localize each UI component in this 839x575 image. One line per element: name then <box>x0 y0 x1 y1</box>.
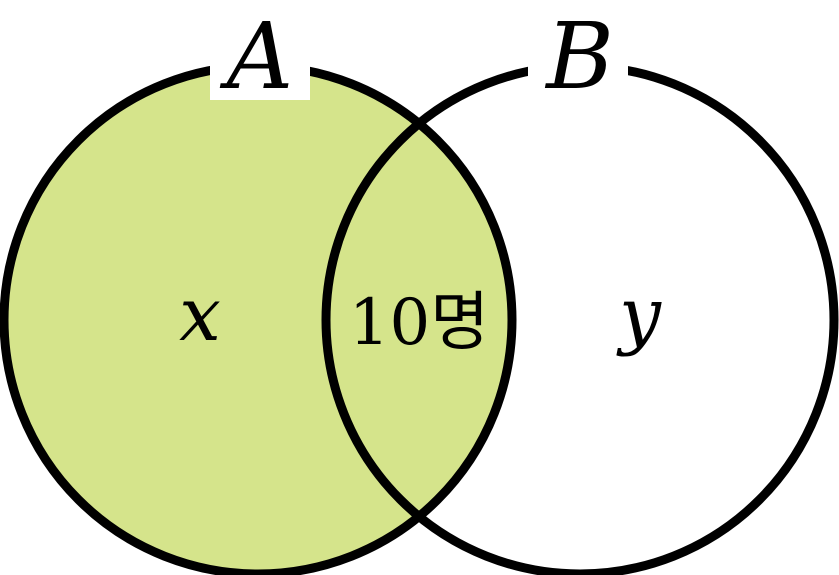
set-b-label: B <box>544 3 614 110</box>
region-intersection-label: 10명 <box>349 286 489 360</box>
region-only-a-label: x <box>179 272 221 358</box>
set-b-label-backdrop <box>528 30 628 100</box>
region-only-b-label: y <box>616 272 662 358</box>
set-a-label-backdrop <box>210 30 310 100</box>
set-a-shaded-region <box>4 66 512 574</box>
set-a-label: A <box>219 3 293 110</box>
